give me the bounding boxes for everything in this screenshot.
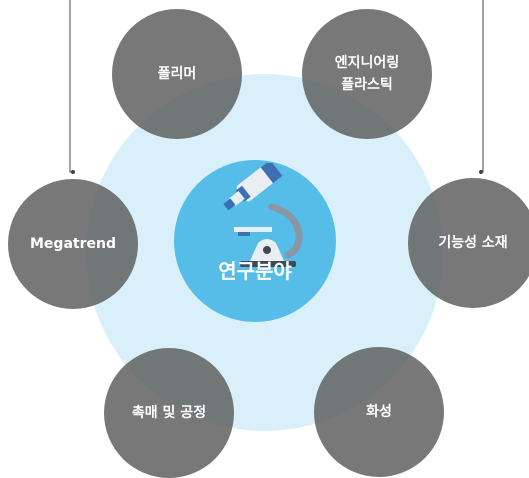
node-megatrend: Megatrend — [8, 179, 138, 309]
connector-left — [69, 0, 73, 173]
node-chemistry-label: 화성 — [366, 404, 392, 420]
node-polymer: 폴리머 — [112, 9, 242, 139]
connector-right — [481, 0, 484, 173]
node-catalyst-process-label: 촉매 및 공정 — [131, 405, 207, 421]
node-megatrend-label: Megatrend — [30, 236, 116, 252]
node-functional-material-label: 기능성 소재 — [438, 235, 508, 251]
node-functional-material: 기능성 소재 — [408, 178, 529, 308]
center-label: 연구분야 — [218, 259, 292, 283]
node-chemistry: 화성 — [314, 347, 444, 477]
node-engineering-plastic-label: 엔지니어링 플라스틱 — [334, 55, 400, 93]
microscope-icon — [223, 163, 303, 267]
node-catalyst-process: 촉매 및 공정 — [104, 348, 234, 478]
node-engineering-plastic: 엔지니어링 플라스틱 — [302, 9, 432, 139]
node-polymer-label: 폴리머 — [157, 66, 197, 82]
